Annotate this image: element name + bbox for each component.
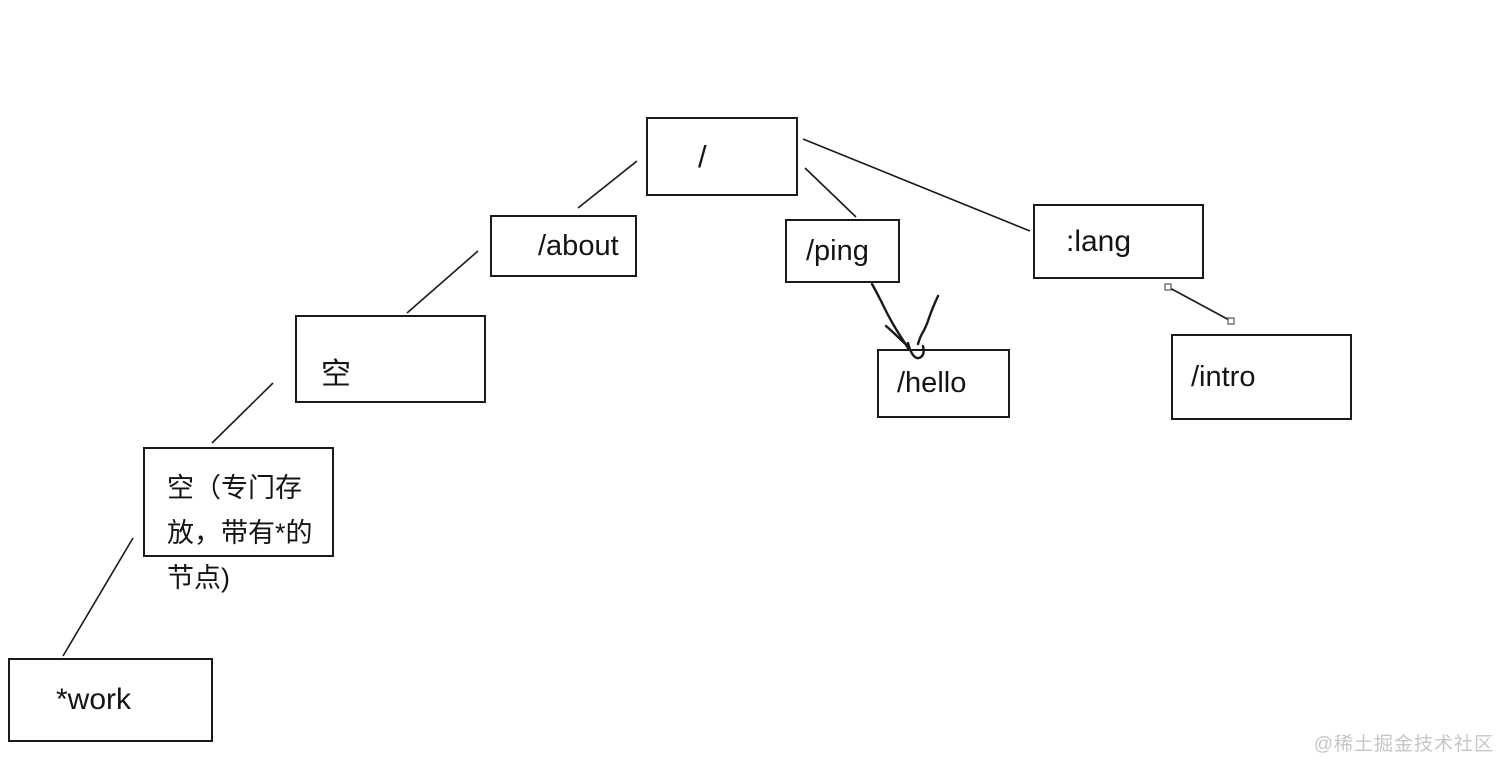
node-empty-note-text: 空（专门存 放，带有*的 节点) xyxy=(167,466,347,601)
node-intro: /intro xyxy=(1171,334,1352,420)
node-lang-label: :lang xyxy=(1066,224,1132,258)
edge-root-lang xyxy=(802,138,1031,232)
node-empty-label: 空 xyxy=(321,358,351,391)
node-about-label: /about xyxy=(538,229,619,262)
edge-about-empty xyxy=(406,250,479,314)
node-intro-label: /intro xyxy=(1191,360,1256,393)
node-work: *work xyxy=(8,658,213,742)
node-lang: :lang xyxy=(1033,204,1204,279)
node-ping: /ping xyxy=(785,219,900,283)
node-empty: 空 xyxy=(295,315,486,403)
edge-empty-note xyxy=(211,382,274,444)
node-ping-label: /ping xyxy=(806,234,869,267)
node-hello-label: /hello xyxy=(897,367,967,399)
watermark: @稀土掘金技术社区 xyxy=(1313,734,1494,755)
node-hello: /hello xyxy=(877,349,1010,418)
edge-ping-hello-shaft xyxy=(870,282,910,350)
edge-lang-intro xyxy=(1167,286,1232,322)
edge-handle-end xyxy=(1227,317,1235,325)
edge-ping-hello-right-stroke xyxy=(916,294,940,346)
note-line-2: 放，带有*的 xyxy=(167,518,313,548)
note-line-3: 节点) xyxy=(167,563,230,593)
edge-root-ping xyxy=(804,167,857,218)
edge-note-work xyxy=(62,537,134,657)
node-work-label: *work xyxy=(56,683,132,716)
edge-ping-hello-left-barb xyxy=(884,324,911,349)
edge-handle-start xyxy=(1164,283,1172,291)
edge-root-about xyxy=(577,160,638,209)
node-root-label: / xyxy=(698,138,707,174)
node-empty-note-box xyxy=(143,447,334,557)
node-about: /about xyxy=(490,215,637,277)
node-root: / xyxy=(646,117,798,196)
note-line-1: 空（专门存 xyxy=(167,473,302,503)
